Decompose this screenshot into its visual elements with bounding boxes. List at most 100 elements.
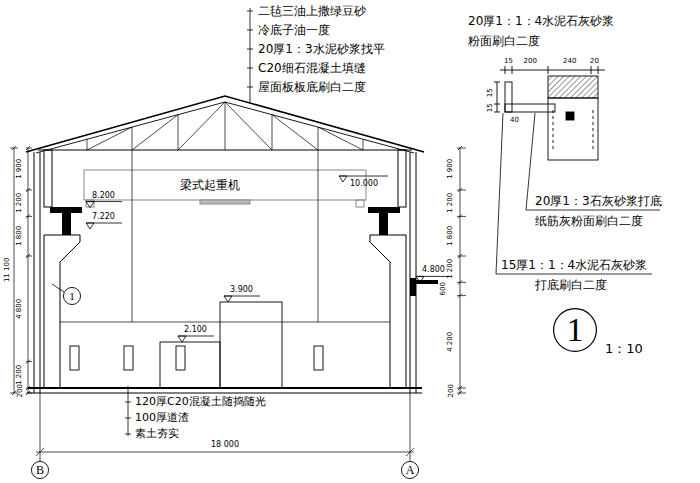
crane	[200, 200, 250, 204]
dimension-lines	[12, 391, 16, 395]
leader-lines	[52, 284, 64, 292]
leader-lines	[526, 210, 660, 211]
floor-note: 100厚道渣	[135, 411, 189, 424]
dimension-lines	[26, 391, 30, 395]
elevation-marks	[416, 276, 424, 282]
crane-girder	[50, 207, 400, 235]
material-note: 粉面刷白二度	[468, 34, 540, 48]
callout-number: 1	[69, 291, 75, 302]
dimension-lines	[26, 146, 30, 150]
dimension-lines	[26, 214, 30, 218]
leader-lines	[52, 8, 660, 436]
dimension-text: 15	[486, 88, 494, 97]
roof	[26, 96, 424, 153]
leader-lines	[526, 113, 535, 210]
dimension-lines	[458, 146, 462, 150]
walls-columns	[370, 235, 406, 388]
callout-number: B	[36, 464, 44, 476]
dimension-lines	[458, 386, 462, 390]
roof-truss	[363, 139, 364, 150]
leader-lines	[247, 68, 253, 69]
eave-detail	[505, 104, 555, 112]
dimension-text: 200	[524, 57, 537, 65]
eave-detail	[500, 70, 605, 71]
walls-columns	[34, 152, 35, 393]
elevation-marks	[416, 276, 450, 277]
dimension-lines	[457, 282, 466, 283]
dimension-text: 1 200	[16, 365, 24, 385]
dimension-lines	[26, 361, 32, 362]
dimension-lines	[460, 148, 461, 393]
elevation-marks	[224, 296, 260, 297]
floor	[28, 393, 422, 394]
dimension-text: 240	[563, 57, 576, 65]
roof-truss	[318, 127, 319, 150]
eave-detail	[494, 66, 605, 160]
eave-detail	[548, 76, 598, 98]
dimension-lines	[457, 148, 466, 149]
dimension-lines	[26, 393, 32, 394]
elevation-text: 10.000	[350, 179, 378, 189]
dimension-text: 1 800	[16, 226, 24, 246]
material-note: C20细石混凝土填缝	[258, 61, 366, 75]
eave-detail	[591, 66, 592, 74]
eave-detail	[548, 98, 598, 160]
elevation-marks	[339, 176, 347, 182]
dimension-lines	[458, 280, 462, 284]
dimension-lines	[36, 448, 44, 456]
dimension-lines	[28, 148, 29, 393]
interior-lines	[318, 150, 319, 322]
circle-outline	[401, 461, 418, 478]
crane-girder	[379, 213, 388, 235]
eave-detail	[566, 112, 574, 120]
equipment	[124, 346, 133, 370]
walls-columns	[410, 152, 411, 393]
eave-detail	[505, 82, 512, 112]
eave-detail	[494, 82, 500, 83]
roof-truss	[225, 102, 226, 150]
dimension-lines	[457, 216, 466, 217]
roof-truss	[272, 115, 273, 150]
leader-lines	[247, 87, 253, 88]
crane	[84, 170, 366, 200]
walls-columns	[44, 235, 80, 388]
roof-truss	[132, 127, 133, 150]
dimension-text: 1 900	[16, 159, 24, 179]
material-note: 二毡三油上撒绿豆砂	[258, 4, 366, 18]
dimension-lines	[458, 214, 462, 218]
roof	[36, 102, 414, 153]
equipment	[220, 302, 282, 388]
callout-number: A	[406, 464, 415, 476]
crane	[356, 200, 364, 207]
circle-outline	[63, 287, 80, 304]
leader-lines	[247, 30, 253, 31]
circle-outline	[31, 461, 48, 478]
roof-truss	[132, 115, 178, 150]
material-note: 15厚1：1：4水泥石灰砂浆	[501, 258, 647, 272]
eave-detail	[494, 112, 500, 113]
dimension-lines	[36, 452, 414, 453]
dimension-lines	[10, 146, 466, 461]
roof-truss	[225, 102, 272, 150]
equipment	[70, 346, 79, 370]
roof-truss	[87, 139, 88, 150]
leader-lines	[125, 434, 131, 435]
floor-note: 素土夯实	[135, 427, 179, 440]
interior-lines	[60, 150, 390, 322]
dimension-lines	[458, 254, 462, 258]
floor	[28, 388, 422, 393]
material-note: 冷底子油一度	[258, 23, 330, 37]
walls-columns	[34, 150, 416, 393]
dimension-lines	[457, 388, 466, 389]
elevation-text: 4.800	[422, 265, 445, 275]
leader-lines	[250, 8, 251, 103]
eave-detail	[553, 110, 554, 150]
dimension-lines	[406, 448, 414, 456]
dimension-text: 1 800	[447, 226, 455, 246]
elevation-marks	[86, 176, 450, 342]
elevation-text: 3.900	[230, 285, 253, 295]
dimension-lines	[458, 294, 462, 298]
equipment	[70, 302, 323, 388]
eave-detail	[505, 66, 506, 74]
dimension-text: 1 200	[16, 193, 24, 213]
